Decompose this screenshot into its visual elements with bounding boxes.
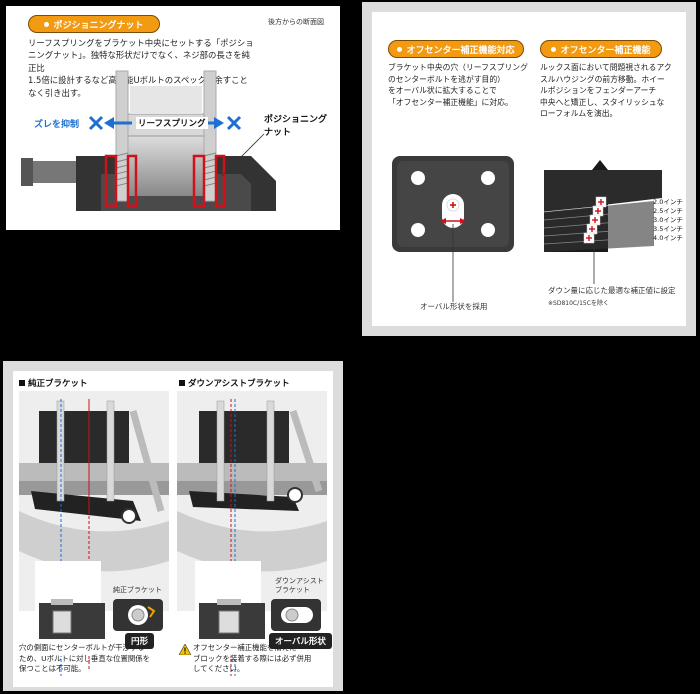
oval-bracket-diagram bbox=[392, 156, 514, 302]
down-assist-note: オフセンター補正機能を備えた ブロックを装着する際には必ず併用 してください。 bbox=[193, 643, 312, 673]
offset-steps-diagram bbox=[543, 160, 662, 284]
oval-shape-label: オーバル形状 bbox=[269, 633, 332, 649]
panel-bracket-comparison-inner: 純正ブラケット ダウンアシストブラケット bbox=[13, 371, 333, 687]
leaf-spring-label: リーフスプリング bbox=[136, 117, 208, 129]
stock-bracket-diagram bbox=[19, 391, 169, 676]
stock-bracket-inset-label: 純正ブラケット bbox=[113, 586, 162, 594]
panel-positioning-nut: ポジショニングナット 後方からの断面図 リーフスプリングをブラケット中央にセット… bbox=[6, 6, 340, 230]
section-marker-icon bbox=[179, 380, 185, 386]
shift-suppression-label: ズレを抑制 bbox=[34, 120, 80, 130]
positioning-nut-label: ポジショニング ナット bbox=[264, 115, 328, 138]
step-label-2-5: 2.5インチ bbox=[653, 207, 683, 215]
oval-shape-caption: オーバル形状を採用 bbox=[420, 302, 488, 311]
panel-off-center-inner: オフセンター補正機能対応 オフセンター補正機能 ブラケット中央の穴（リーフスプリ… bbox=[372, 12, 686, 326]
stock-bracket-note: 穴の側面にセンターボルトが干渉する ため、Uボルトに対し垂直な位置関係を 保つこ… bbox=[19, 643, 151, 673]
off-center-support-badge: オフセンター補正機能対応 bbox=[388, 40, 524, 58]
offset-steps-caption: ダウン量に応じた最適な補正値に設定 bbox=[548, 286, 676, 295]
panel-off-center: オフセンター補正機能対応 オフセンター補正機能 ブラケット中央の穴（リーフスプリ… bbox=[362, 2, 696, 336]
down-assist-inset-label: ダウンアシスト ブラケット bbox=[275, 577, 324, 594]
off-center-function-badge: オフセンター補正機能 bbox=[540, 40, 662, 58]
off-center-function-description: ルックス面において問題視されるアク スルハウジングの前方移動。ホイー ルポジショ… bbox=[540, 63, 672, 118]
step-label-4-0: 4.0インチ bbox=[653, 234, 683, 242]
bullet-icon bbox=[397, 46, 403, 52]
down-assist-bracket-diagram bbox=[177, 391, 327, 676]
warning-icon bbox=[179, 644, 191, 655]
round-shape-label: 円形 bbox=[125, 633, 155, 649]
offset-steps-note: ※SD810C/15Cを除く bbox=[548, 300, 609, 307]
bullet-icon bbox=[44, 21, 50, 27]
stock-bracket-title: 純正ブラケット bbox=[19, 377, 88, 389]
off-center-support-description: ブラケット中央の穴（リーフスプリング のセンターボルトを逃がす目的） をオーバル… bbox=[388, 63, 528, 107]
positioning-nut-badge: ポジショニングナット bbox=[28, 15, 160, 33]
positioning-nut-description: リーフスプリングをブラケット中央にセットする「ポジショ ニングナット」。独特な形… bbox=[28, 38, 254, 98]
bullet-icon bbox=[551, 46, 557, 52]
positioning-nut-diagram bbox=[21, 70, 276, 211]
step-label-3-0: 3.0インチ bbox=[653, 216, 683, 224]
cross-section-label: 後方からの断面図 bbox=[268, 18, 324, 26]
step-label-2-0: 2.0インチ bbox=[653, 198, 683, 206]
step-label-3-5: 3.5インチ bbox=[653, 225, 683, 233]
panel-bracket-comparison: 純正ブラケット ダウンアシストブラケット bbox=[3, 361, 343, 691]
section-marker-icon bbox=[19, 380, 25, 386]
down-assist-bracket-title: ダウンアシストブラケット bbox=[179, 377, 290, 389]
